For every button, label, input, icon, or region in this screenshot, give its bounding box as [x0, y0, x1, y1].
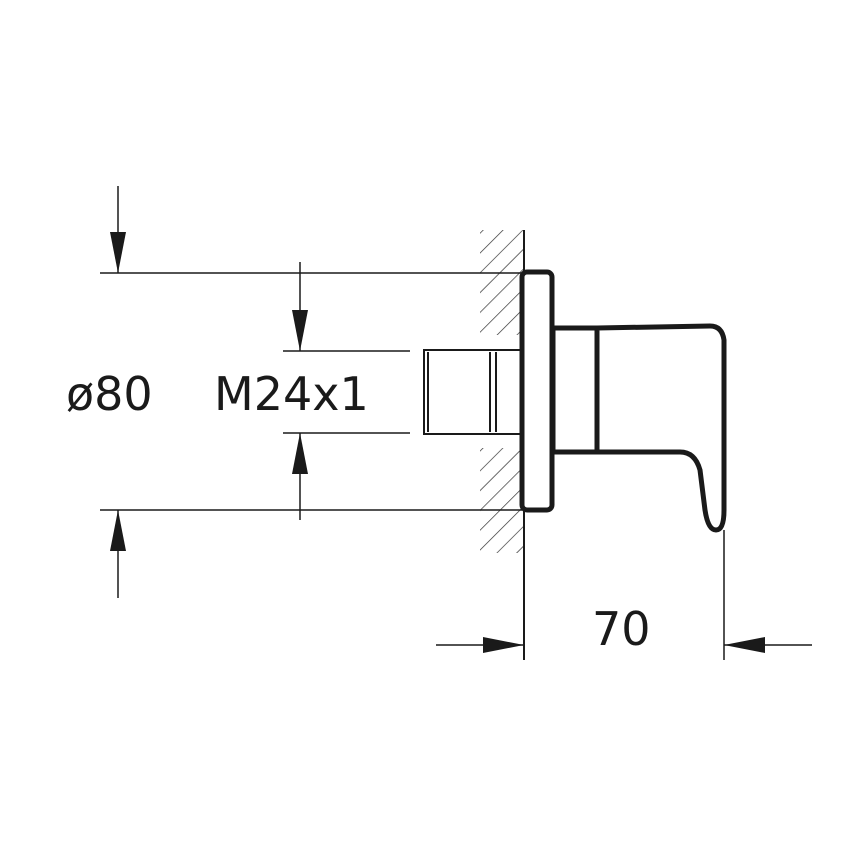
thread-stub — [423, 349, 523, 435]
thread-stub-teeth — [424, 349, 490, 435]
arrow-thread-bottom — [292, 433, 308, 474]
thread-stub-body — [423, 349, 523, 435]
thread-label: M24x1 — [214, 367, 369, 421]
valve-handle — [550, 323, 727, 533]
wall-hatch-lower — [480, 448, 524, 553]
cover-plate — [519, 269, 555, 513]
wall-hatch-upper — [480, 230, 524, 335]
arrow-diameter-top — [110, 232, 126, 273]
wall-section — [480, 230, 525, 660]
arrowheads — [110, 232, 765, 653]
lever-handle — [594, 323, 727, 533]
arrow-depth-left — [483, 637, 524, 653]
thread-stub-nut — [489, 352, 497, 432]
arrow-depth-right — [724, 637, 765, 653]
arrow-thread-top — [292, 310, 308, 351]
diameter-label: ø80 — [66, 367, 153, 421]
arrow-diameter-bottom — [110, 510, 126, 551]
depth-label: 70 — [592, 602, 651, 656]
thread-stub-end — [423, 352, 429, 432]
valve-body — [550, 325, 600, 455]
